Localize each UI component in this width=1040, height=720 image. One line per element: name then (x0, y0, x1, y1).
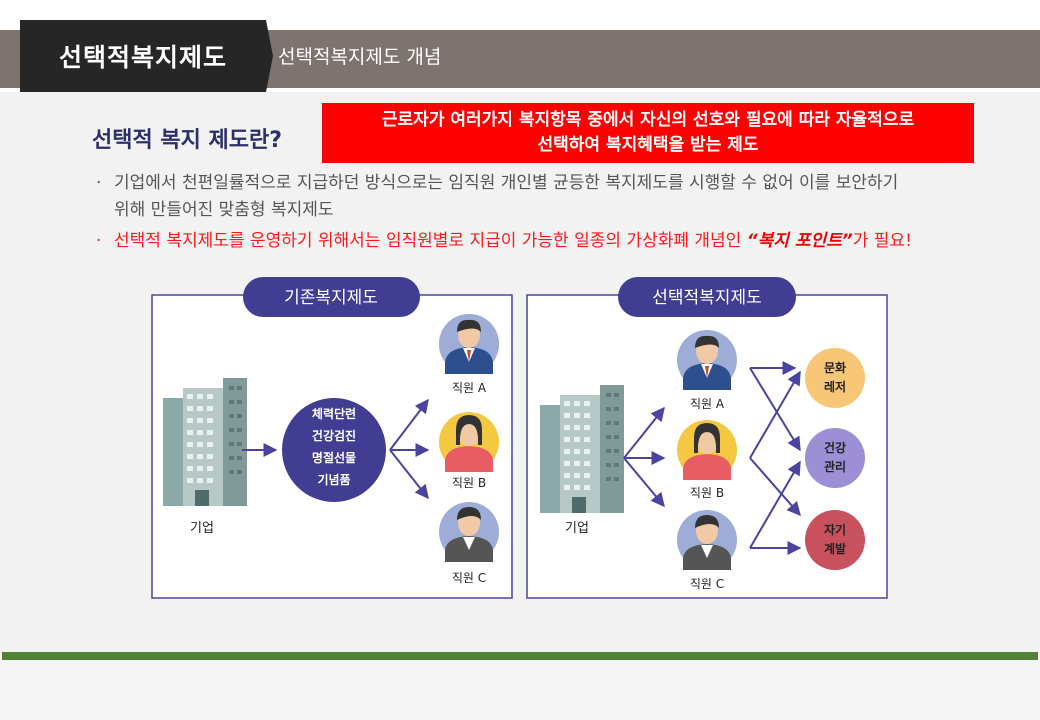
bullet-1-line-2: 위해 만들어진 맞춤형 복지제도 (114, 200, 334, 220)
bullet-2-text: 선택적 복지제도를 운영하기 위해서는 임직원별로 지급이 가능한 일종의 가상… (114, 231, 747, 251)
benefit-item: 명절선물 (312, 450, 356, 465)
left-panel: 기존복지제도 기업 체력단련 건강검진 명절선물 기념품 직원 A 직원 B (151, 277, 513, 599)
definition-line-1: 근로자가 여러가지 복지항목 중에서 자신의 선호와 필요에 따라 자율적으로 (381, 110, 915, 130)
employee-label: 직원 C (690, 577, 724, 591)
employee-label: 직원 B (690, 486, 724, 500)
arrow-icon (623, 406, 665, 459)
footer-divider (2, 652, 1038, 660)
benefit-item: 기념품 (317, 472, 350, 487)
employee-label: 직원 A (690, 397, 725, 411)
definition-box: 근로자가 여러가지 복지항목 중에서 자신의 선호와 필요에 따라 자율적으로 … (322, 103, 974, 163)
option-culture-leisure: 문화 레저 (805, 348, 865, 408)
option-label: 레저 (824, 379, 846, 394)
employee-a-icon (677, 330, 737, 390)
option-label: 관리 (824, 459, 846, 474)
arrow-icon (389, 398, 429, 451)
bullet-item-2: · 선택적 복지제도를 운영하기 위해서는 임직원별로 지급이 가능한 일종의 가… (96, 228, 912, 255)
benefit-item: 건강검진 (312, 428, 356, 443)
bullet-1-line-1: 기업에서 천편일률적으로 지급하던 방식으로는 임직원 개인별 균등한 복지제도… (114, 173, 899, 193)
employee-label: 직원 C (452, 571, 486, 585)
employee-c-icon (439, 502, 499, 562)
bullet-item-1: · 기업에서 천편일률적으로 지급하던 방식으로는 임직원 개인별 균등한 복지제… (96, 170, 976, 224)
arrow-icon (749, 460, 801, 549)
arrow-icon (389, 449, 429, 500)
arrow-icon (623, 457, 665, 508)
employee-b-icon (439, 412, 499, 472)
section-title: 선택적복지제도 (20, 20, 273, 92)
option-health-care: 건강 관리 (805, 428, 865, 488)
option-label: 자기 (824, 522, 846, 537)
option-label: 계발 (824, 541, 846, 556)
welfare-point-emphasis: “복지 포인트” (746, 231, 853, 251)
employee-label: 직원 A (452, 381, 487, 395)
option-label: 문화 (824, 360, 846, 375)
right-panel-title: 선택적복지제도 (652, 288, 761, 308)
employee-b-icon (677, 420, 737, 480)
bullet-mark: · (96, 231, 102, 251)
employee-c-icon (677, 510, 737, 570)
bullet-2-suffix: 가 필요! (852, 231, 912, 251)
page-heading: 선택적 복지 제도란? (92, 128, 283, 153)
definition-line-2: 선택하여 복지혜택을 받는 제도 (537, 135, 759, 155)
right-panel: 선택적복지제도 기업 직원 A 직원 B 직원 C (526, 277, 888, 599)
left-company-label: 기업 (190, 521, 214, 536)
employee-label: 직원 B (452, 476, 486, 490)
option-self-development: 자기 계발 (805, 510, 865, 570)
arrow-icon (749, 367, 801, 452)
right-company-label: 기업 (565, 521, 589, 536)
benefit-item: 체력단련 (312, 406, 356, 421)
option-label: 건강 (824, 440, 846, 455)
left-panel-title: 기존복지제도 (284, 288, 378, 308)
arrow-icon (749, 370, 801, 459)
arrow-icon (749, 457, 801, 517)
benefits-circle (282, 398, 386, 502)
footer-area (0, 660, 1040, 720)
employee-a-icon (439, 314, 499, 374)
page-subtitle: 선택적복지제도 개념 (278, 46, 442, 68)
bullet-mark: · (96, 173, 102, 193)
